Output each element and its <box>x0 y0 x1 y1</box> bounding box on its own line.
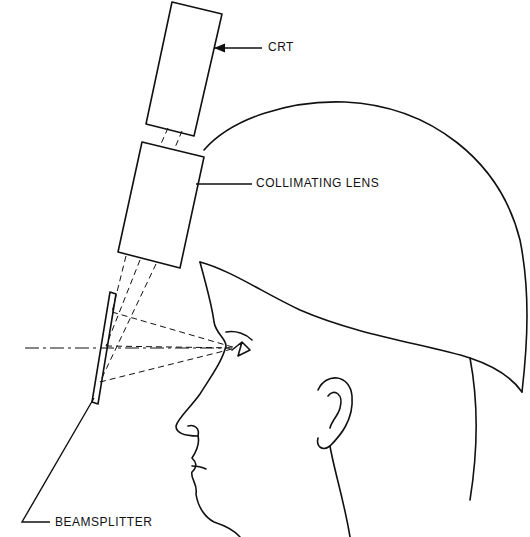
eye <box>232 342 250 356</box>
ray-crt-to-lens <box>160 128 182 150</box>
helmet-shell <box>204 102 527 392</box>
lips <box>192 466 206 469</box>
optical-axis <box>25 348 230 349</box>
leader-line <box>214 47 262 48</box>
leader-line <box>22 398 94 522</box>
nostril <box>188 425 198 436</box>
ray-splitter-to-eye <box>100 312 236 382</box>
eyebrow <box>226 331 252 340</box>
helmet-back <box>470 358 476 500</box>
part-label: BEAMSPLITTER <box>53 515 154 529</box>
crt-housing <box>146 2 222 136</box>
jaw <box>330 446 350 537</box>
ear-inner <box>328 392 341 428</box>
helmet-rim <box>200 262 522 392</box>
ray-lens-to-splitter <box>100 256 156 382</box>
ear <box>318 378 353 449</box>
part-label: CRT <box>266 40 296 54</box>
face-profile <box>176 262 240 537</box>
leader-line <box>196 183 252 184</box>
lens-housing <box>118 142 204 268</box>
part-label: COLLIMATING LENS <box>254 176 381 190</box>
